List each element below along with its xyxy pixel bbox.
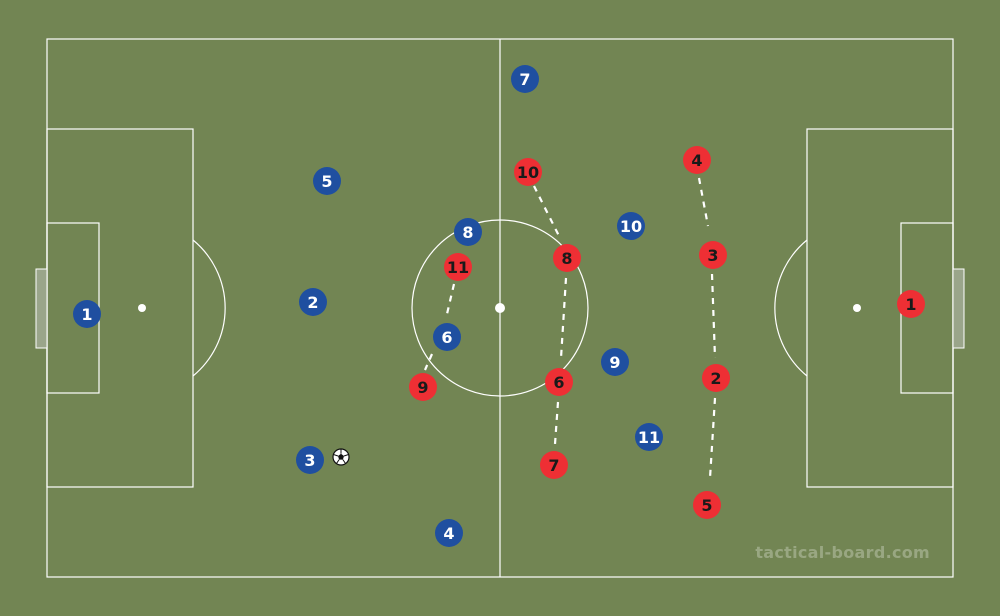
link-red-3-to-2 (710, 273, 717, 359)
blue-player-token (299, 288, 327, 316)
blue-player-11[interactable]: 11 (635, 423, 663, 451)
right-goal (952, 268, 965, 349)
red-player-7[interactable]: 7 (540, 451, 568, 479)
red-player-token (540, 451, 568, 479)
center-circle (411, 219, 589, 397)
blue-player-7[interactable]: 7 (511, 65, 539, 93)
blue-player-number: 10 (620, 217, 642, 236)
right-penalty-arc (774, 239, 808, 377)
red-player-token (545, 368, 573, 396)
link-red-2-to-5 (708, 397, 717, 479)
blue-player-3[interactable]: 3 (296, 446, 324, 474)
blue-player-number: 5 (321, 172, 332, 191)
blue-player-token (454, 218, 482, 246)
red-player-number: 3 (707, 246, 718, 265)
red-player-1[interactable]: 1 (897, 290, 925, 318)
red-player-5[interactable]: 5 (693, 491, 721, 519)
red-player-token (514, 158, 542, 186)
blue-player-4[interactable]: 4 (435, 519, 463, 547)
red-player-number: 10 (517, 163, 539, 182)
blue-player-number: 1 (81, 305, 92, 324)
red-player-token (409, 373, 437, 401)
blue-player-number: 8 (462, 223, 473, 242)
blue-player-token (635, 423, 663, 451)
red-player-number: 9 (417, 378, 428, 397)
center-spot (495, 303, 505, 313)
red-player-token (897, 290, 925, 318)
red-player-10[interactable]: 10 (514, 158, 542, 186)
blue-player-number: 6 (441, 328, 452, 347)
blue-player-number: 2 (307, 293, 318, 312)
blue-player-5[interactable]: 5 (313, 167, 341, 195)
blue-player-token (617, 212, 645, 240)
red-player-token (702, 364, 730, 392)
red-team: 1 2 3 4 5 6 7 8 9 10 11 (409, 146, 925, 519)
blue-player-token (435, 519, 463, 547)
blue-player-token (433, 323, 461, 351)
red-player-token (699, 241, 727, 269)
blue-player-number: 4 (443, 524, 454, 543)
soccer-ball-icon[interactable] (332, 448, 350, 466)
left-goal (35, 268, 48, 349)
blue-player-token (313, 167, 341, 195)
left-penalty-arc (192, 239, 226, 377)
red-player-number: 1 (905, 295, 916, 314)
blue-player-number: 3 (304, 451, 315, 470)
red-player-6[interactable]: 6 (545, 368, 573, 396)
link-red-10-to-8 (533, 185, 561, 239)
blue-player-8[interactable]: 8 (454, 218, 482, 246)
link-red-4-to-3 (697, 177, 710, 227)
blue-player-number: 9 (609, 353, 620, 372)
blue-player-token (73, 300, 101, 328)
red-player-9[interactable]: 9 (409, 373, 437, 401)
link-red-11-to-blue-6 (445, 283, 456, 315)
blue-player-2[interactable]: 2 (299, 288, 327, 316)
blue-player-token (511, 65, 539, 93)
blue-player-token (601, 348, 629, 376)
red-player-2[interactable]: 2 (702, 364, 730, 392)
left-penalty-spot (138, 304, 146, 312)
red-player-token (553, 244, 581, 272)
red-player-number: 6 (553, 373, 564, 392)
red-player-number: 2 (710, 369, 721, 388)
red-player-number: 7 (548, 456, 559, 475)
red-player-token (683, 146, 711, 174)
red-player-4[interactable]: 4 (683, 146, 711, 174)
red-player-8[interactable]: 8 (553, 244, 581, 272)
link-blue-6-to-red-9 (423, 353, 434, 371)
red-player-3[interactable]: 3 (699, 241, 727, 269)
red-player-number: 8 (561, 249, 572, 268)
red-player-token (693, 491, 721, 519)
blue-team: 1 2 3 4 5 6 7 8 9 10 11 (73, 65, 663, 547)
marking-lines (423, 177, 717, 479)
blue-player-6[interactable]: 6 (433, 323, 461, 351)
blue-player-9[interactable]: 9 (601, 348, 629, 376)
red-player-number: 5 (701, 496, 712, 515)
red-player-token (444, 253, 472, 281)
red-player-number: 11 (447, 258, 469, 277)
link-red-8-to-6 (559, 277, 568, 359)
blue-player-token (296, 446, 324, 474)
watermark: tactical-board.com (755, 543, 930, 562)
red-player-number: 4 (691, 151, 702, 170)
red-player-11[interactable]: 11 (444, 253, 472, 281)
right-penalty-spot (853, 304, 861, 312)
blue-player-number: 7 (519, 70, 530, 89)
blue-player-10[interactable]: 10 (617, 212, 645, 240)
blue-player-1[interactable]: 1 (73, 300, 101, 328)
blue-player-number: 11 (638, 428, 660, 447)
